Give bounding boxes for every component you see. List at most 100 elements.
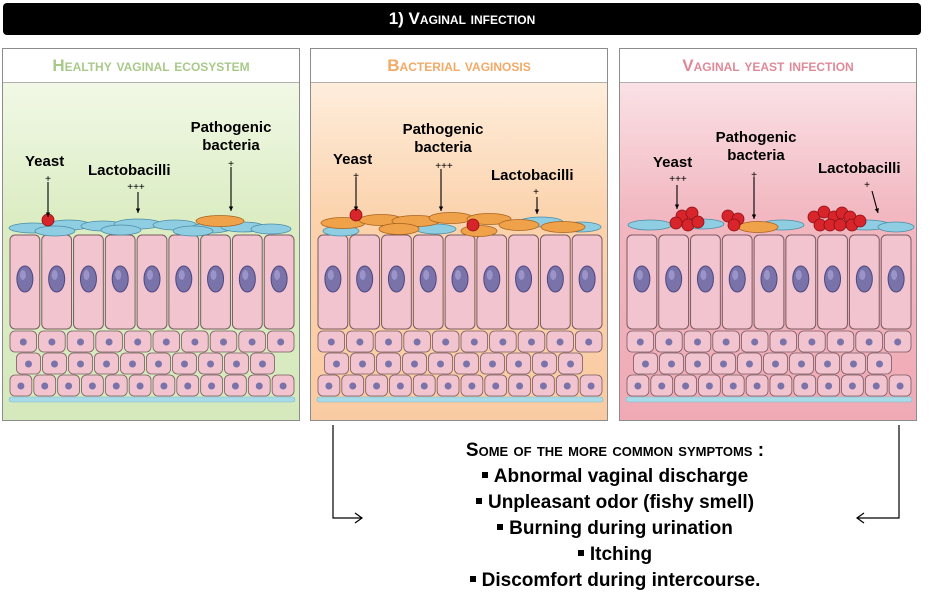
basal-cell-nucleus bbox=[876, 360, 883, 368]
bullet-icon bbox=[497, 523, 504, 530]
basal-cell-nucleus bbox=[385, 360, 392, 368]
basal-cell-nucleus bbox=[468, 382, 476, 390]
basal-cell-nucleus bbox=[208, 382, 216, 390]
yeast-cell bbox=[691, 215, 705, 229]
basal-cell-nucleus bbox=[437, 360, 444, 368]
tissue-illustration-yeast bbox=[625, 177, 915, 403]
basal-cell-nucleus bbox=[327, 338, 335, 346]
abundance-lactobacilli: + bbox=[864, 180, 870, 191]
symptom-text: Abnormal vaginal discharge bbox=[493, 466, 749, 487]
arrowhead-right bbox=[855, 512, 865, 524]
basal-cell-nucleus bbox=[528, 338, 535, 346]
basal-cell-nucleus bbox=[77, 338, 84, 346]
basal-cell-nucleus bbox=[801, 382, 809, 390]
nucleus-highlight bbox=[732, 270, 739, 280]
basal-cell-nucleus bbox=[705, 382, 713, 390]
basal-cell-nucleus bbox=[865, 338, 873, 346]
basal-cell-nucleus bbox=[779, 338, 787, 346]
abundance-lactobacilli: + bbox=[533, 187, 539, 198]
basal-cell-nucleus bbox=[694, 338, 701, 346]
label-yeast: Yeast bbox=[653, 154, 693, 171]
symptom-text: Unpleasant odor (fishy smell) bbox=[487, 492, 755, 513]
nucleus-highlight bbox=[391, 270, 398, 280]
yeast-cell bbox=[466, 218, 480, 232]
label-lactobacilli: Lactobacilli bbox=[88, 162, 171, 179]
basal-cell-nucleus bbox=[848, 382, 856, 390]
basal-cell-nucleus bbox=[191, 338, 199, 346]
basal-cell-nucleus bbox=[325, 382, 333, 390]
tissue-illustration-bv bbox=[316, 169, 604, 403]
basal-cell-nucleus bbox=[492, 382, 500, 390]
nucleus-highlight bbox=[274, 270, 281, 280]
lactobacillus bbox=[250, 223, 292, 235]
symptom-text: Itching bbox=[589, 544, 653, 565]
basal-cell-nucleus bbox=[516, 382, 524, 390]
nucleus-highlight bbox=[891, 270, 898, 280]
label-yeast: Yeast bbox=[25, 153, 65, 170]
arrowhead-icon bbox=[674, 204, 680, 209]
nucleus-highlight bbox=[178, 270, 185, 280]
basal-cell-nucleus bbox=[160, 382, 168, 390]
arrowhead-icon bbox=[228, 206, 234, 211]
symptoms-heading: Some of the more common symptoms : bbox=[465, 440, 765, 461]
basal-cell-nucleus bbox=[798, 360, 805, 368]
tissue-illustration-healthy bbox=[8, 167, 296, 403]
basal-cell-nucleus bbox=[77, 360, 84, 368]
basement-membrane bbox=[625, 396, 913, 403]
basal-cell-nucleus bbox=[808, 338, 816, 346]
label-pathogenic-bacteria: Pathogenic bacteria bbox=[402, 121, 484, 156]
pathogenic-bacterium bbox=[498, 219, 540, 231]
abundance-yeast: + bbox=[45, 174, 51, 185]
abundance-lactobacilli: +++ bbox=[127, 182, 145, 193]
basal-cell-nucleus bbox=[751, 338, 759, 346]
nucleus-highlight bbox=[518, 270, 525, 280]
symptom-text: Discomfort during intercourse. bbox=[481, 570, 761, 591]
panel-header-text: Healthy vaginal ecosystem bbox=[52, 55, 250, 75]
basal-cell-nucleus bbox=[136, 382, 144, 390]
symptom-item: Abnormal vaginal discharge bbox=[330, 464, 900, 490]
basal-cell-nucleus bbox=[567, 360, 574, 368]
basal-cell-nucleus bbox=[872, 382, 880, 390]
lactobacillus bbox=[877, 221, 915, 233]
panel-vaginal-yeast-infection: Vaginal yeast infection Yeast +++ Pathog… bbox=[619, 48, 917, 421]
basal-cell-nucleus bbox=[824, 360, 831, 368]
basal-cell-nucleus bbox=[231, 382, 239, 390]
arrowhead-left bbox=[354, 512, 364, 524]
connector-arrow-right bbox=[857, 425, 900, 519]
basal-cell-nucleus bbox=[444, 382, 452, 390]
panel-healthy: Healthy vaginal ecosystem Yeast + Lactob… bbox=[2, 48, 300, 421]
basal-cell-nucleus bbox=[746, 360, 753, 368]
basement-membrane bbox=[8, 396, 296, 403]
label-yeast: Yeast bbox=[333, 151, 373, 168]
panel-header-healthy: Healthy vaginal ecosystem bbox=[3, 49, 299, 83]
nucleus-highlight bbox=[550, 270, 557, 280]
nucleus-highlight bbox=[700, 270, 707, 280]
nucleus-highlight bbox=[147, 270, 153, 280]
nucleus-highlight bbox=[115, 270, 122, 280]
label-lactobacilli: Lactobacilli bbox=[818, 160, 901, 177]
basal-cell-nucleus bbox=[385, 338, 392, 346]
nucleus-highlight bbox=[51, 270, 58, 280]
basal-cell-nucleus bbox=[279, 382, 287, 390]
bullet-icon bbox=[475, 497, 482, 504]
basal-cell-nucleus bbox=[17, 382, 25, 390]
basal-cell-nucleus bbox=[181, 360, 188, 368]
basal-cell-nucleus bbox=[420, 382, 428, 390]
basal-cell-nucleus bbox=[894, 338, 902, 346]
basal-cell-nucleus bbox=[349, 382, 357, 390]
panel-bacterial-vaginosis: Bacterial vaginosis Yeast + Pathogenic b… bbox=[310, 48, 608, 421]
symptom-item: Discomfort during intercourse. bbox=[330, 568, 900, 594]
basal-cell-nucleus bbox=[772, 360, 779, 368]
figure-title: 1) Vaginal infection bbox=[3, 3, 921, 35]
basal-cell-nucleus bbox=[442, 338, 450, 346]
panel-header-yeast: Vaginal yeast infection bbox=[620, 49, 916, 83]
yeast-cell bbox=[817, 205, 831, 219]
abundance-yeast: +++ bbox=[669, 174, 687, 185]
basal-cell-nucleus bbox=[541, 360, 548, 368]
basal-cell-nucleus bbox=[539, 382, 547, 390]
nucleus-highlight bbox=[668, 270, 675, 280]
panel-header-text: Vaginal yeast infection bbox=[682, 55, 854, 75]
nucleus-highlight bbox=[327, 270, 334, 280]
basal-cell-nucleus bbox=[25, 360, 32, 368]
